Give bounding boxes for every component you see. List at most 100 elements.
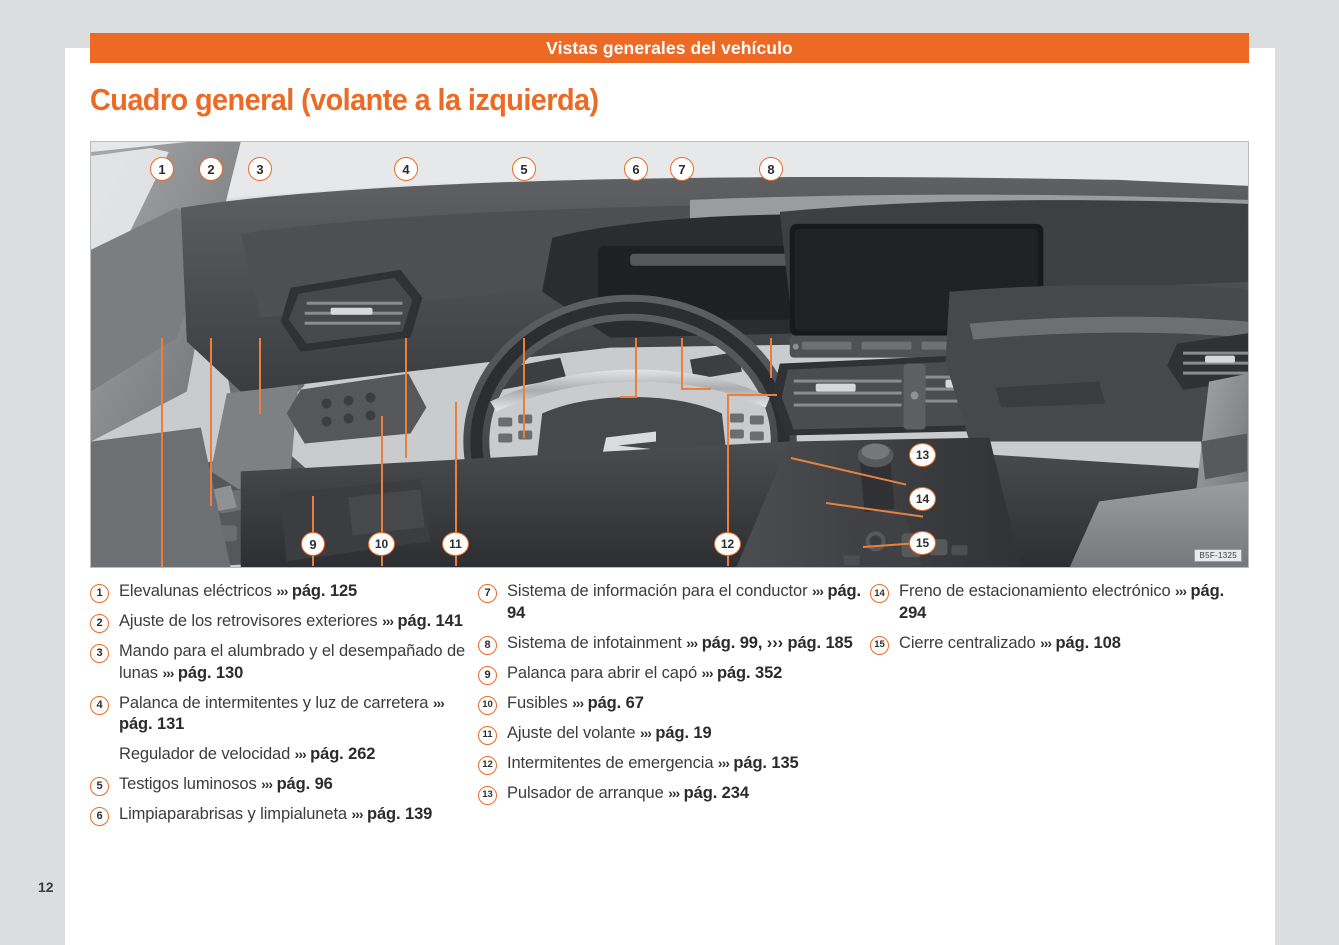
legend-text-13: Pulsador de arranque ››› pág. 234 — [507, 783, 749, 805]
legend-ref-9[interactable]: pág. 352 — [717, 663, 783, 682]
legend-text-6: Limpiaparabrisas y limpialuneta ››› pág.… — [119, 804, 432, 826]
legend-badge-13: 13 — [478, 785, 497, 805]
legend-text-2: Ajuste de los retrovisores exteriores ››… — [119, 611, 463, 633]
legend-label-12: Intermitentes de emergencia — [507, 753, 718, 772]
legend-label-6: Limpiaparabrisas y limpialuneta — [119, 805, 352, 824]
leader-line-5 — [523, 338, 525, 438]
legend-ref-6[interactable]: pág. 139 — [366, 805, 433, 824]
callout-15[interactable]: 15 — [909, 531, 936, 555]
running-head-banner: Vistas generales del vehículo — [90, 33, 1249, 63]
callout-7-label: 7 — [678, 161, 686, 177]
leader-line-3 — [259, 338, 261, 414]
page-number: 12 — [38, 879, 54, 895]
legend-badge-11: 11 — [478, 725, 497, 745]
callout-6[interactable]: 6 — [624, 157, 648, 181]
legend-item-7: 7 Sistema de información para el conduct… — [478, 581, 862, 625]
chevron-icon-6: ››› — [351, 806, 364, 823]
callout-14-label: 14 — [915, 492, 930, 506]
legend-ref-10[interactable]: pág. 67 — [587, 693, 644, 712]
legend-ref-11[interactable]: pág. 19 — [655, 723, 712, 742]
figure-legend: 1 Elevalunas eléctricos ››› pág. 125 2 A… — [90, 581, 1255, 834]
legend-badge-6: 6 — [90, 807, 109, 827]
callout-4[interactable]: 4 — [394, 157, 418, 181]
legend-item-1: 1 Elevalunas eléctricos ››› pág. 125 — [90, 581, 470, 603]
legend-label-4: Palanca de intermitentes y luz de carret… — [119, 693, 433, 712]
legend-item-15: 15 Cierre centralizado ››› pág. 108 — [870, 633, 1247, 655]
page-title: Cuadro general (volante a la izquierda) — [90, 82, 599, 117]
callout-14[interactable]: 14 — [909, 487, 936, 511]
legend-text-8: Sistema de infotainment ››› pág. 99, ›››… — [507, 633, 853, 655]
legend-ref-7[interactable]: pág. 94 — [507, 582, 861, 622]
chevron-icon-4: ››› — [432, 694, 445, 711]
leader-line-12 — [727, 396, 729, 566]
legend-item-4: 4 Palanca de intermitentes y luz de carr… — [90, 693, 470, 737]
legend-item-13: 13 Pulsador de arranque ››› pág. 234 — [478, 783, 862, 805]
callout-15-label: 15 — [915, 536, 930, 550]
legend-column-3: 14 Freno de estacionamiento electrónico … — [870, 581, 1255, 834]
legend-ref-4[interactable]: pág. 131 — [119, 715, 185, 734]
callout-13-label: 13 — [915, 448, 930, 462]
legend-label-15: Cierre centralizado — [899, 633, 1041, 652]
callout-9-label: 9 — [309, 536, 317, 552]
legend-label-5: Testigos luminosos — [119, 775, 262, 794]
legend-badge-15: 15 — [870, 635, 889, 655]
callout-3[interactable]: 3 — [248, 157, 272, 181]
legend-text-1: Elevalunas eléctricos ››› pág. 125 — [119, 581, 357, 603]
callout-7[interactable]: 7 — [670, 157, 694, 181]
legend-badge-14: 14 — [870, 584, 889, 603]
legend-label-2: Ajuste de los retrovisores exteriores — [119, 612, 383, 630]
chevron-icon-4b: ››› — [294, 746, 307, 763]
legend-badge-9: 9 — [478, 665, 497, 685]
legend-text-3: Mando para el alumbrado y el desempañado… — [119, 641, 470, 685]
callout-13[interactable]: 13 — [909, 443, 936, 467]
legend-label-1: Elevalunas eléctricos — [119, 582, 277, 600]
legend-label-4b: Regulador de velocidad — [119, 745, 295, 764]
callout-1[interactable]: 1 — [150, 157, 174, 181]
legend-item-12: 12 Intermitentes de emergencia ››› pág. … — [478, 753, 862, 775]
callout-10[interactable]: 10 — [368, 532, 395, 556]
callout-5[interactable]: 5 — [512, 157, 536, 181]
chevron-icon-8: ››› — [686, 634, 698, 651]
callout-11-label: 11 — [449, 537, 462, 551]
callout-12[interactable]: 12 — [714, 532, 741, 556]
leader-line-12b — [727, 394, 777, 396]
legend-ref-15[interactable]: pág. 108 — [1055, 633, 1121, 652]
chevron-icon-14: ››› — [1175, 583, 1187, 599]
leader-line-6 — [635, 338, 637, 398]
legend-ref-4b[interactable]: pág. 262 — [310, 745, 376, 764]
legend-ref-3[interactable]: pág. 130 — [177, 663, 244, 682]
callout-8-label: 8 — [767, 161, 775, 177]
chevron-icon-9: ››› — [701, 664, 714, 681]
legend-item-14: 14 Freno de estacionamiento electrónico … — [870, 581, 1247, 625]
legend-text-9: Palanca para abrir el capó ››› pág. 352 — [507, 663, 782, 685]
legend-ref-14[interactable]: pág. 294 — [899, 582, 1225, 622]
leader-line-7 — [681, 338, 683, 390]
legend-ref-8[interactable]: pág. 99, ››› pág. 185 — [701, 633, 853, 652]
callout-11[interactable]: 11 — [442, 532, 469, 556]
callout-4-label: 4 — [402, 161, 410, 177]
leader-line-2b — [210, 496, 212, 506]
legend-badge-12: 12 — [478, 755, 497, 775]
legend-badge-4b — [90, 747, 109, 766]
callout-2[interactable]: 2 — [199, 157, 223, 181]
legend-column-1: 1 Elevalunas eléctricos ››› pág. 125 2 A… — [90, 581, 478, 834]
legend-text-12: Intermitentes de emergencia ››› pág. 135 — [507, 753, 799, 775]
legend-item-6: 6 Limpiaparabrisas y limpialuneta ››› pá… — [90, 804, 470, 827]
legend-ref-12[interactable]: pág. 135 — [733, 753, 799, 772]
legend-label-13: Pulsador de arranque — [507, 783, 669, 802]
legend-ref-1[interactable]: pág. 125 — [291, 582, 358, 600]
callout-8[interactable]: 8 — [759, 157, 783, 181]
callout-6-label: 6 — [632, 161, 640, 177]
legend-ref-5[interactable]: pág. 96 — [276, 775, 333, 794]
leader-line-1 — [161, 338, 163, 567]
legend-label-14: Freno de estacionamiento electrónico — [899, 582, 1176, 600]
legend-text-4b: Regulador de velocidad ››› pág. 262 — [119, 744, 375, 766]
legend-label-8: Sistema de infotainment — [507, 633, 687, 652]
callout-9[interactable]: 9 — [301, 532, 325, 556]
legend-ref-13[interactable]: pág. 234 — [683, 783, 749, 802]
legend-item-9: 9 Palanca para abrir el capó ››› pág. 35… — [478, 663, 862, 685]
leader-line-2 — [210, 338, 212, 498]
chevron-icon-10: ››› — [572, 694, 584, 711]
legend-ref-2[interactable]: pág. 141 — [397, 612, 463, 630]
callout-12-label: 12 — [720, 537, 735, 551]
